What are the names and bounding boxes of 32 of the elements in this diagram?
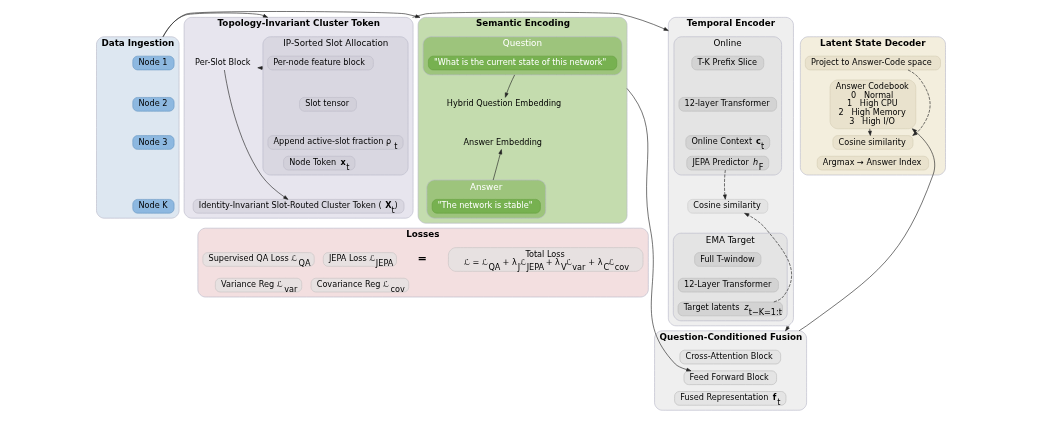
- label: =: [416, 251, 427, 265]
- node-box: 12-layer Transformer: [678, 97, 777, 112]
- node-box: "What is the current state of this network": [427, 55, 617, 71]
- node-box: "The network is stable": [431, 199, 541, 214]
- node-box: Cosine similarity: [686, 199, 768, 214]
- arrow: [411, 11, 669, 31]
- arrow: [907, 69, 930, 136]
- node-text: Per-Slot Block: [194, 57, 251, 68]
- arrow: [784, 325, 790, 332]
- node-box: Full T-window: [693, 252, 761, 267]
- node-box: Feed Forward Block: [683, 370, 777, 385]
- node-box: 12-Layer Transformer: [677, 277, 779, 293]
- node-box: Argmax → Answer Index: [816, 155, 929, 171]
- node-text: Answer Embedding: [462, 136, 542, 147]
- node-box: Node 3: [131, 135, 174, 150]
- node-box: Cosine similarity: [832, 135, 913, 150]
- arrow: [626, 88, 691, 372]
- arrow: [743, 212, 792, 303]
- node-box: Node 1: [131, 55, 174, 71]
- arrow: [492, 149, 502, 181]
- arrow: [162, 11, 420, 38]
- arrow: [162, 12, 268, 38]
- node-box: T-K Prefix Slice: [691, 55, 764, 71]
- node-box: Cross-Attention Block: [679, 349, 781, 365]
- arrow: [867, 128, 872, 136]
- node-box: Project to Answer-Code space: [804, 55, 941, 71]
- node-box: Node K: [131, 199, 174, 214]
- arrow: [798, 128, 935, 332]
- arrow: [722, 169, 727, 200]
- node-box: Node 2: [131, 97, 174, 112]
- node-text: Hybrid Question Embedding: [446, 98, 561, 109]
- arrow: [504, 74, 515, 98]
